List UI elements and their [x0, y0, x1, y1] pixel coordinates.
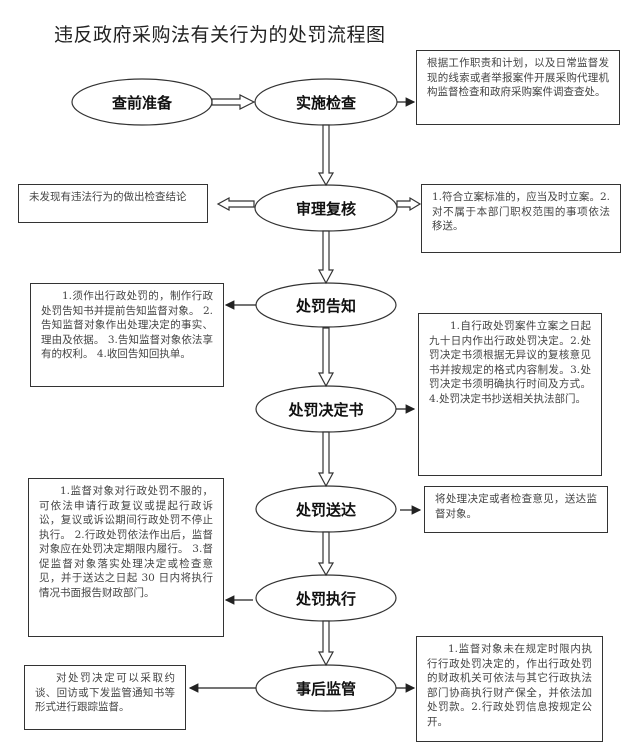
note-inspect-right: 根据工作职责和计划，以及日常监督发现的线索或者举报案件开展采购代理机构监督检查和…	[416, 50, 620, 125]
arrow-prep-to-inspect	[211, 94, 256, 110]
note-review-right: 1.符合立案标准的，应当及时立案。2.对不属于本部门职权范围的事项依法移送。	[421, 184, 621, 253]
note-review-left: 未发现有违法行为的做出检查结论	[18, 184, 208, 223]
arrow-delivery-to-execution	[317, 531, 335, 577]
node-execution: 处罚执行	[295, 589, 356, 608]
note-delivery-right: 将处理决定或者检查意见，送达监督对象。	[424, 486, 608, 533]
arrow-review-to-right	[396, 196, 422, 212]
node-inspect: 实施检查	[295, 93, 356, 112]
note-decision-right: 1.自行政处罚案件立案之日起九十日内作出行政处罚决定。2.处罚决定书须根据无异议…	[418, 313, 602, 476]
node-notice: 处罚告知	[295, 296, 356, 315]
note-post-right: 1.监督对象未在规定时限内执行行政处罚决定的，作出行政处罚的财政机关可依法与其它…	[416, 636, 603, 742]
note-notice-left: 1.须作出行政处罚的，制作行政处罚告知书并提前告知监督对象。 2.告知监督对象作…	[30, 283, 224, 387]
arrow-decision-to-delivery	[317, 431, 335, 488]
diagram-title: 违反政府采购法有关行为的处罚流程图	[54, 24, 386, 46]
arrow-review-to-notice	[317, 230, 335, 285]
arrow-notice-to-decision	[317, 327, 335, 388]
arrow-execution-to-post	[317, 620, 335, 667]
arrow-review-to-left	[216, 196, 255, 212]
node-decision: 处罚决定书	[288, 400, 364, 419]
arrow-inspect-to-review	[317, 124, 335, 187]
node-post: 事后监管	[295, 679, 356, 698]
node-prep: 查前准备	[111, 93, 172, 112]
note-execution-left: 1.监督对象对行政处罚不服的，可依法申请行政复议或提起行政诉讼，复议或诉讼期间行…	[28, 478, 224, 637]
node-delivery: 处罚送达	[295, 500, 356, 519]
note-post-left: 对处罚决定可以采取约谈、回访或下发监管通知书等形式进行跟踪监督。	[24, 665, 186, 730]
node-review: 审理复核	[295, 199, 356, 218]
